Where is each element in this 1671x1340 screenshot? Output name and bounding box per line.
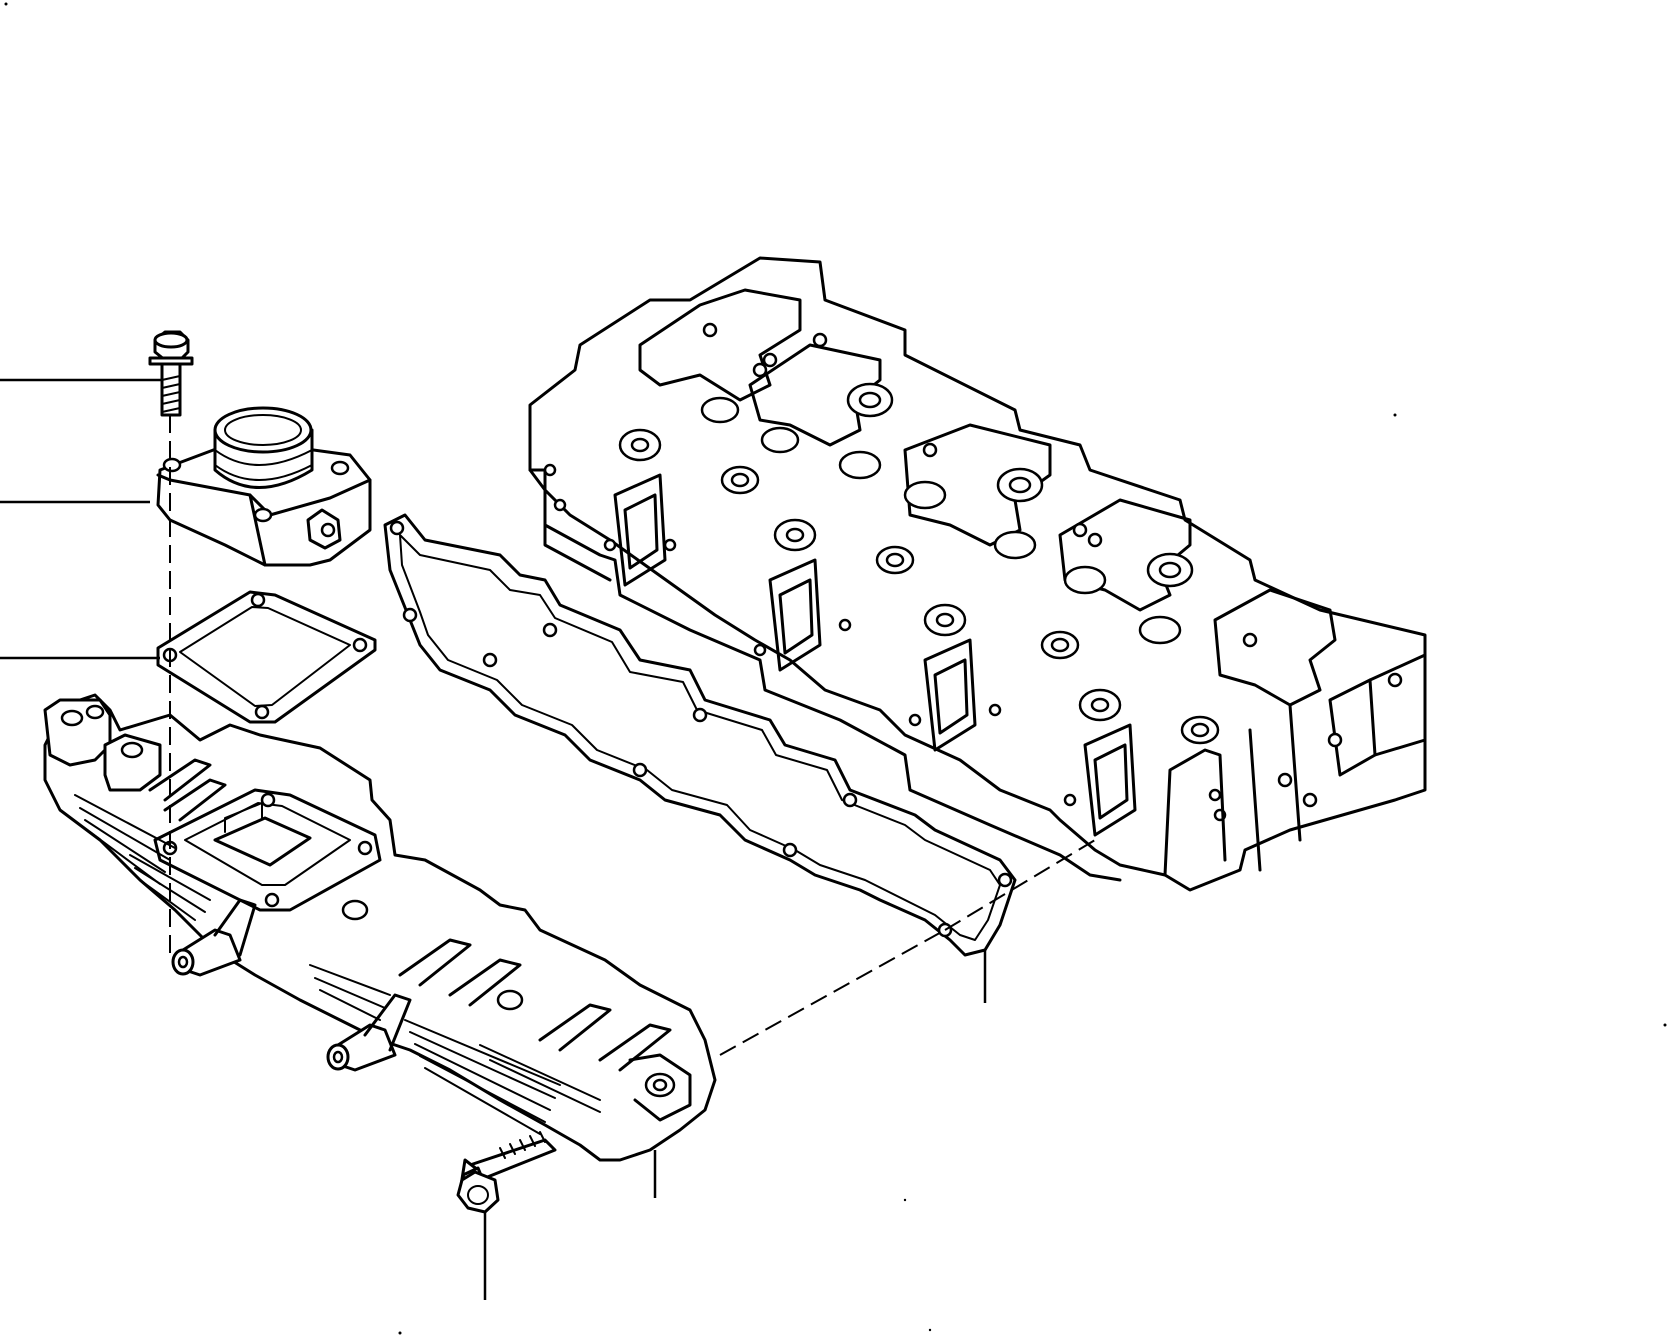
- flange-bolt-top: [148, 330, 194, 417]
- alignment-lines: [169, 415, 1096, 1056]
- intake-connector: [156, 406, 372, 567]
- intake-manifold: [43, 693, 717, 1162]
- leader-lines: [0, 378, 987, 1300]
- scan-specks: [4, 2, 1667, 1335]
- flange-bolt-bottom: [456, 1131, 557, 1214]
- cylinder-head: [528, 256, 1427, 892]
- connector-gasket: [156, 590, 377, 724]
